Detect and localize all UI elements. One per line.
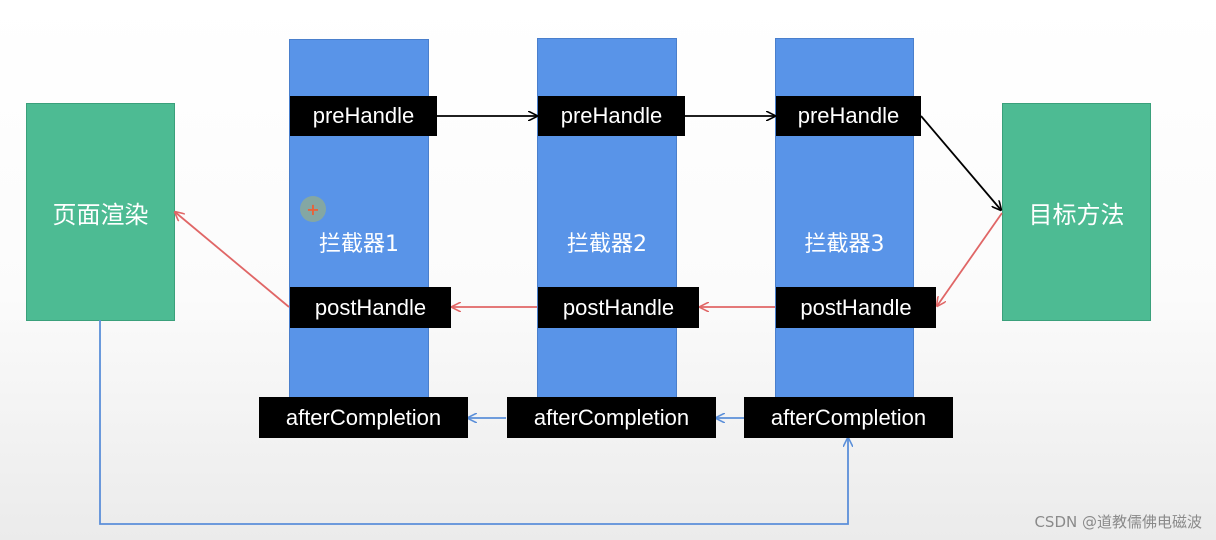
prehandle-label-1: preHandle	[290, 96, 437, 136]
prehandle-label-3: preHandle	[776, 96, 921, 136]
prehandle-label-2: preHandle	[538, 96, 685, 136]
page-render-label: 页面渲染	[52, 200, 149, 229]
interceptor-2-label: 拦截器2	[567, 232, 647, 257]
watermark: CSDN @道教儒佛电磁波	[1034, 513, 1202, 531]
aftercompletion-label-1: afterCompletion	[259, 397, 468, 438]
aftercompletion-label-3: afterCompletion	[744, 397, 953, 438]
target-method-label: 目标方法	[1028, 200, 1125, 229]
posthandle-label-1: postHandle	[290, 287, 451, 328]
arrow-post-1-to-render	[175, 212, 290, 308]
page-render-box: 页面渲染	[26, 103, 175, 321]
aftercompletion-label-2: afterCompletion	[507, 397, 716, 438]
mouse-cursor-icon: +	[300, 196, 326, 222]
arrow-render-to-after-3	[99, 320, 848, 525]
arrow-pre-3-to-target	[920, 115, 1001, 210]
posthandle-label-2: postHandle	[538, 287, 699, 328]
arrow-post-target-to-3	[937, 212, 1003, 306]
posthandle-label-3: postHandle	[776, 287, 936, 328]
target-method-box: 目标方法	[1002, 103, 1151, 321]
interceptor-3-label: 拦截器3	[804, 232, 885, 257]
interceptor-1-label: 拦截器1	[319, 232, 399, 257]
